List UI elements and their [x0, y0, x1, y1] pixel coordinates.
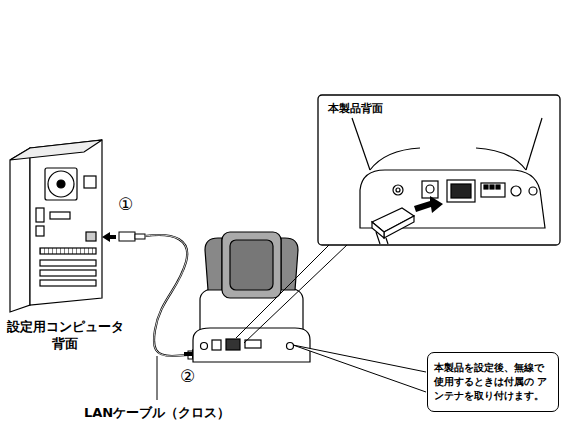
leader-line	[236, 244, 330, 338]
inset-frame	[318, 95, 560, 245]
callout-number: ②	[180, 366, 195, 386]
leader-line	[244, 244, 348, 343]
callout-number: ①	[118, 194, 133, 214]
lan-cable	[145, 235, 188, 356]
node-text: 本製品背面	[328, 101, 383, 116]
callout-box: 本製品を設定後、無線で 使用するときは付属の アンテナを取り付けます。	[427, 352, 559, 412]
callout-pointer	[293, 345, 426, 392]
inset-box: 本製品背面	[318, 95, 560, 245]
insert-arrow	[102, 232, 116, 242]
callout-pointer	[293, 345, 426, 372]
camera-rear-closeup	[352, 118, 545, 228]
computer-tower	[10, 140, 102, 312]
lan-plug	[119, 232, 145, 241]
lan-plug	[372, 208, 414, 244]
insert-arrow	[414, 196, 443, 213]
cable-label: LANケーブル（クロス）	[84, 404, 230, 422]
device-label: 設定用コンピュータ 背面	[0, 318, 130, 352]
node-text: 本製品を設定後、無線で 使用するときは付属の アンテナを取り付けます。	[428, 353, 558, 411]
leader-line	[157, 356, 158, 400]
